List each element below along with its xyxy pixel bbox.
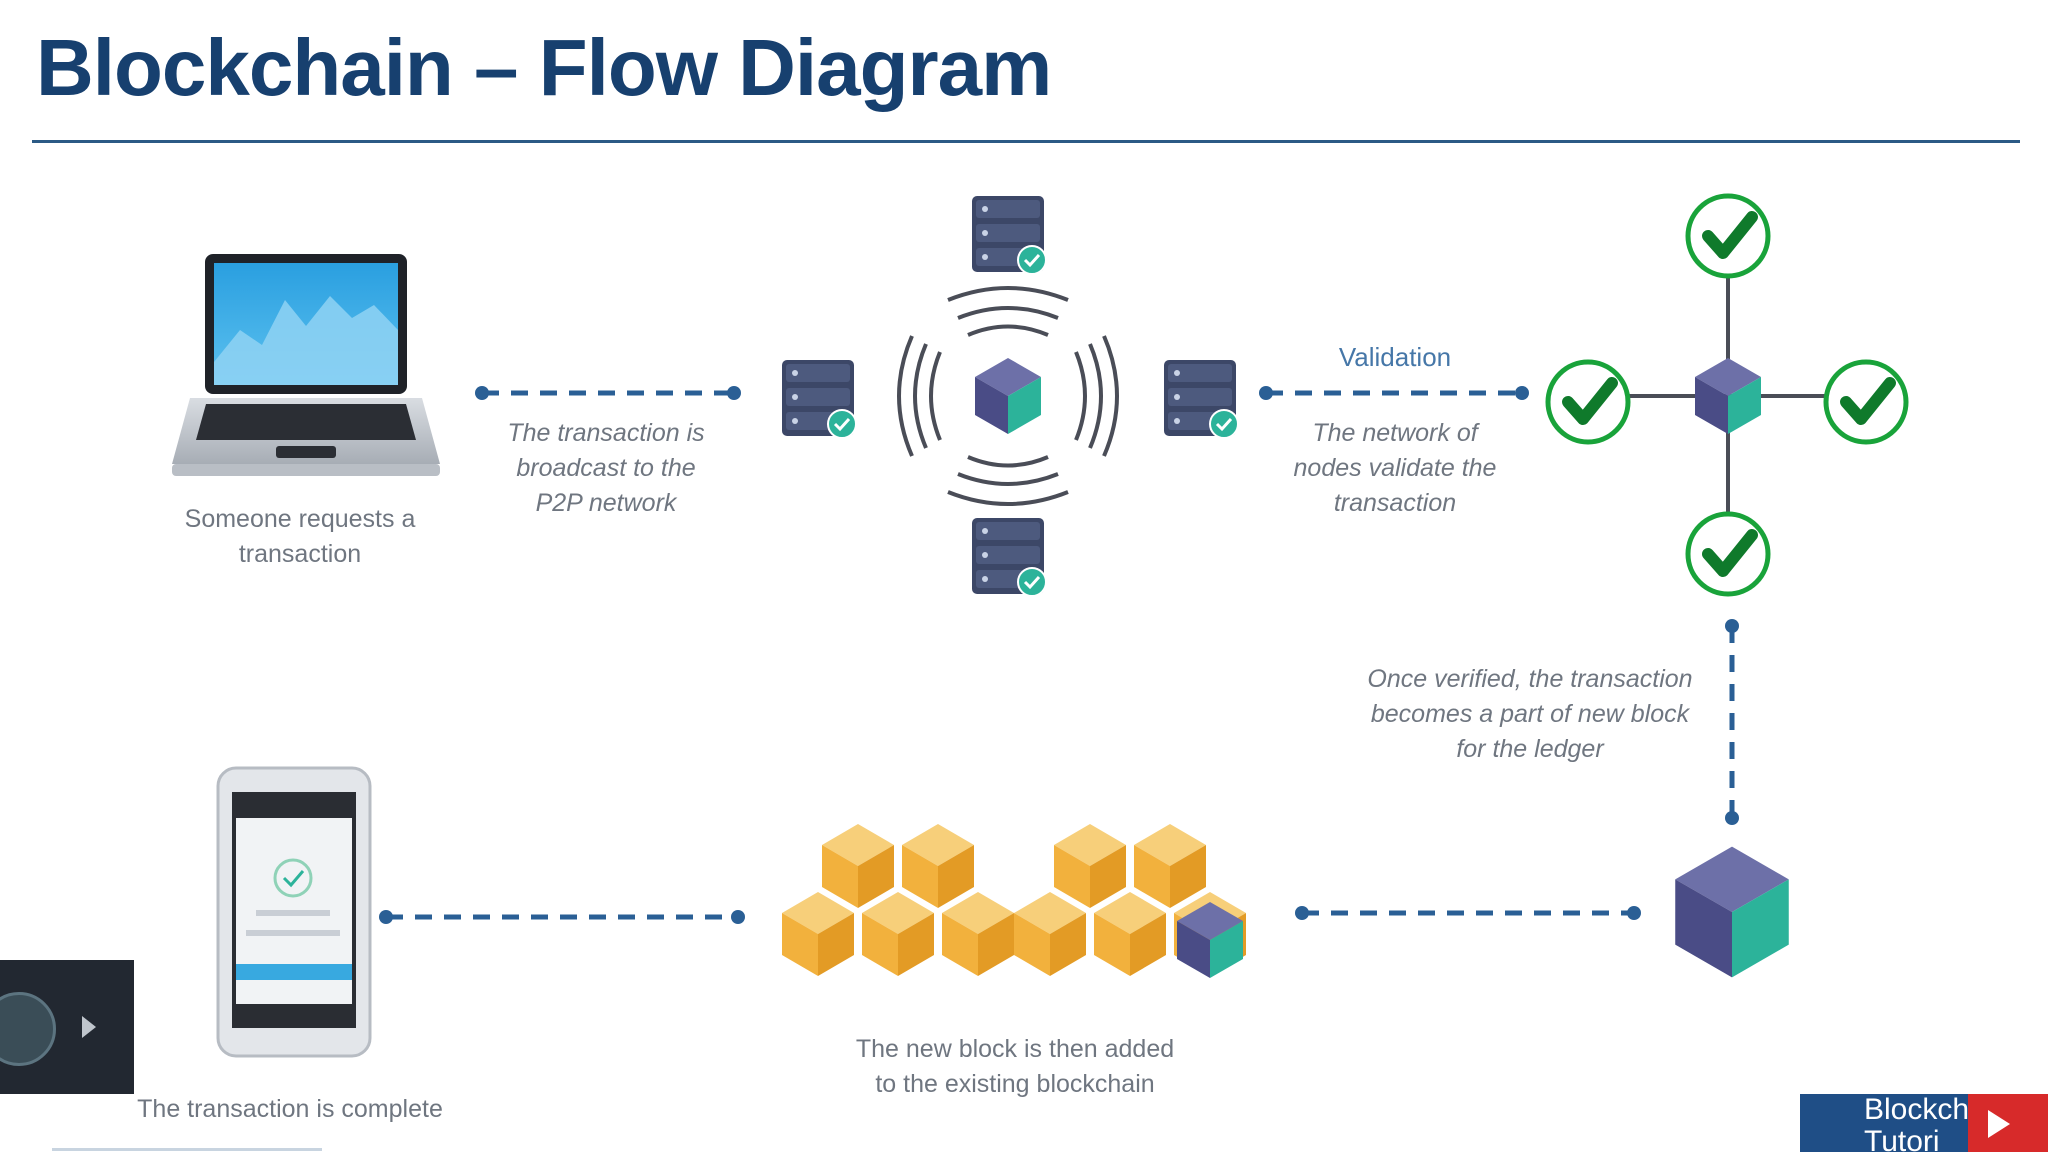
play-icon[interactable]	[82, 1016, 96, 1038]
laptop-icon	[172, 254, 440, 476]
caption-broadcast: The transaction is broadcast to the P2P …	[507, 419, 705, 517]
phone-icon	[216, 766, 372, 1058]
new-block-icon	[1675, 846, 1789, 978]
checkmark-icon-left	[1548, 362, 1628, 442]
broadcast-cube-icon	[897, 286, 1119, 506]
tutorial-badge-text: Blockch Tutori	[1864, 1094, 1970, 1152]
caption-request: Someone requests a transaction	[184, 505, 416, 568]
progress-line	[52, 1148, 322, 1151]
server-icon-top	[970, 194, 1048, 276]
youtube-play-icon	[1988, 1110, 2010, 1138]
checkmark-icon-top	[1688, 196, 1768, 276]
validation-network	[1548, 196, 1906, 594]
validation-label: Validation	[1338, 342, 1452, 372]
tutorial-badge[interactable]: Blockch Tutori	[1800, 1094, 2048, 1152]
server-icon-left	[780, 358, 858, 440]
blockchain-icon	[782, 824, 1246, 978]
caption-added: The new block is then added to the exist…	[855, 1035, 1175, 1098]
checkmark-icon-bottom	[1688, 514, 1768, 594]
server-icon-right	[1162, 358, 1240, 440]
caption-verified: Once verified, the transaction becomes a…	[1367, 665, 1693, 763]
page-title: Blockchain – Flow Diagram	[36, 23, 1052, 112]
caption-complete: The transaction is complete	[137, 1095, 443, 1123]
title-divider	[32, 140, 2020, 143]
caption-validate: The network of nodes validate the transa…	[1293, 419, 1497, 517]
checkmark-icon-right	[1826, 362, 1906, 442]
server-icon-bottom	[970, 516, 1048, 598]
